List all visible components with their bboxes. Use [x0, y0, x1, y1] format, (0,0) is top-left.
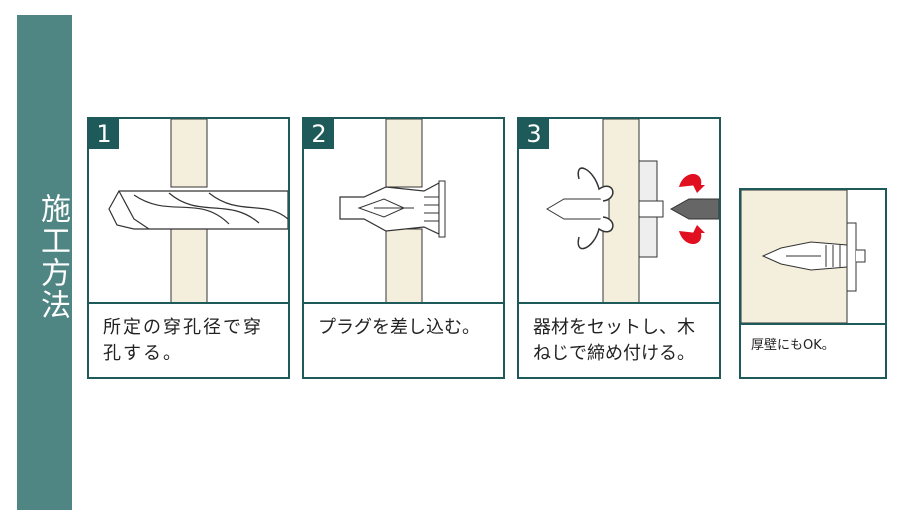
note-caption: 厚壁にもOK。 — [751, 338, 835, 353]
step-caption: 器材をセットし、木ねじで締め付ける。 — [533, 317, 695, 364]
plug-icon — [339, 119, 446, 302]
step-1-illustration — [89, 119, 288, 304]
step-2-illustration — [304, 119, 503, 304]
step-number-badge: 2 — [304, 119, 334, 149]
section-title: 施工方法 — [35, 193, 70, 321]
step-3-panel: 3 器材をセットし、木ねじで締め付ける。 — [517, 117, 721, 379]
step-1-panel: 1 所定の穿孔径で穿孔する。 — [87, 117, 290, 379]
step-caption: プラグを差し込む。 — [318, 317, 480, 338]
step-3-illustration — [519, 119, 719, 304]
step-number-badge: 3 — [519, 119, 549, 149]
drill-bit-icon — [108, 119, 288, 302]
sidebar-band: 施工方法 — [17, 15, 72, 510]
step-number-badge: 1 — [89, 119, 119, 149]
step-2-panel: 2 プラグを差し込む。 — [302, 117, 505, 379]
step-caption: 所定の穿孔径で穿孔する。 — [103, 317, 263, 364]
screw-fastening-icon — [546, 119, 719, 302]
thick-wall-panel: 厚壁にもOK。 — [739, 188, 887, 379]
anchor-in-thick-wall-icon — [741, 190, 866, 323]
thick-wall-illustration — [741, 190, 885, 325]
